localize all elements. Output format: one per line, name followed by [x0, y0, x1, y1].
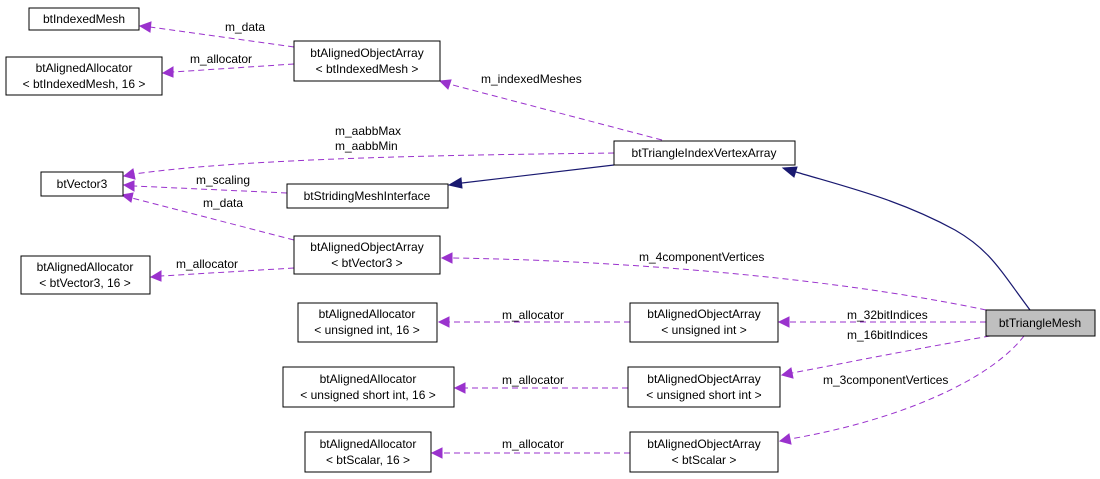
- node-bt-vector3[interactable]: btVector3: [40, 171, 124, 197]
- edge-label-indexedmesh-data: m_data: [225, 20, 265, 34]
- node-label: btStridingMeshInterface: [304, 189, 431, 203]
- node-label: < btIndexedMesh >: [316, 62, 419, 76]
- edge-label-scaling: m_scaling: [196, 173, 250, 187]
- edge-label-ushort-allocator: m_allocator: [502, 373, 564, 387]
- edge-32bit-indices: [777, 316, 986, 328]
- node-label: < btIndexedMesh, 16 >: [23, 77, 146, 91]
- edge-uint-allocator: [437, 316, 630, 328]
- edge-inherit-trianglemesh: [781, 166, 1031, 311]
- edge-label-aabb-max: m_aabbMax: [335, 124, 401, 138]
- edge-scaling: [122, 180, 288, 194]
- edge-vector3-data: [120, 192, 295, 241]
- edge-label-3component-vertices: m_3componentVertices: [823, 373, 948, 387]
- edge-label-16bit-indices: m_16bitIndices: [847, 328, 928, 342]
- edge-inherit-striding: [447, 164, 615, 189]
- node-label: < unsigned int >: [661, 323, 746, 337]
- node-allocator-vector3[interactable]: btAlignedAllocator < btVector3, 16 >: [20, 255, 151, 295]
- node-array-indexed-mesh[interactable]: btAlignedObjectArray < btIndexedMesh >: [293, 40, 441, 82]
- node-label: btAlignedAllocator: [320, 437, 417, 451]
- node-allocator-bt-scalar[interactable]: btAlignedAllocator < btScalar, 16 >: [304, 431, 432, 473]
- edge-indexedmesh-allocator: [161, 63, 295, 78]
- edge-label-scalar-allocator: m_allocator: [502, 437, 564, 451]
- edge-label-vector3-allocator: m_allocator: [176, 257, 238, 271]
- node-label: < unsigned int, 16 >: [314, 323, 419, 337]
- node-label: < btScalar >: [672, 453, 737, 467]
- node-label: btVector3: [57, 177, 108, 191]
- node-array-unsigned-short-int[interactable]: btAlignedObjectArray < unsigned short in…: [627, 366, 781, 408]
- node-bt-triangle-index-vertex-array[interactable]: btTriangleIndexVertexArray: [613, 140, 796, 166]
- node-label: < unsigned short int, 16 >: [300, 388, 435, 402]
- edge-label-indexed-meshes: m_indexedMeshes: [481, 72, 582, 86]
- edge-indexedmesh-data: [138, 21, 295, 48]
- edge-label-uint-allocator: m_allocator: [502, 308, 564, 322]
- edge-label-aabb-min: m_aabbMin: [335, 139, 398, 153]
- edge-4component-vertices: [440, 252, 987, 311]
- edge-16bit-indices: [780, 335, 991, 379]
- node-bt-triangle-mesh[interactable]: btTriangleMesh: [985, 309, 1096, 337]
- edge-3component-vertices: [778, 335, 1025, 445]
- node-label: btAlignedObjectArray: [310, 46, 423, 60]
- node-bt-indexed-mesh[interactable]: btIndexedMesh: [28, 7, 140, 31]
- node-label: < unsigned short int >: [646, 388, 761, 402]
- node-label: btTriangleIndexVertexArray: [632, 146, 777, 160]
- edge-scalar-allocator: [430, 447, 630, 459]
- node-label: < btVector3, 16 >: [39, 276, 130, 290]
- edge-label-32bit-indices: m_32bitIndices: [847, 308, 928, 322]
- node-label: btAlignedObjectArray: [647, 307, 760, 321]
- node-label: btAlignedAllocator: [37, 260, 134, 274]
- node-allocator-unsigned-int[interactable]: btAlignedAllocator < unsigned int, 16 >: [297, 302, 438, 343]
- edge-ushort-allocator: [453, 382, 628, 394]
- node-label: btAlignedAllocator: [36, 61, 133, 75]
- node-bt-striding-mesh-interface[interactable]: btStridingMeshInterface: [286, 183, 449, 209]
- edge-label-vector3-data: m_data: [203, 196, 243, 210]
- node-label: btTriangleMesh: [999, 316, 1081, 330]
- node-allocator-unsigned-short-int[interactable]: btAlignedAllocator < unsigned short int,…: [282, 366, 455, 408]
- node-label: btIndexedMesh: [43, 12, 125, 26]
- edge-indexed-meshes: [438, 79, 663, 141]
- edge-label-4component-vertices: m_4componentVertices: [639, 250, 764, 264]
- node-label: btAlignedObjectArray: [647, 372, 760, 386]
- edge-label-indexedmesh-allocator: m_allocator: [190, 52, 252, 66]
- node-label: < btScalar, 16 >: [326, 453, 410, 467]
- node-label: btAlignedAllocator: [320, 372, 417, 386]
- node-array-unsigned-int[interactable]: btAlignedObjectArray < unsigned int >: [629, 302, 779, 343]
- node-array-bt-scalar[interactable]: btAlignedObjectArray < btScalar >: [629, 431, 779, 473]
- node-allocator-indexed-mesh[interactable]: btAlignedAllocator < btIndexedMesh, 16 >: [5, 56, 163, 96]
- node-label: < btVector3 >: [331, 256, 402, 270]
- node-label: btAlignedObjectArray: [647, 437, 760, 451]
- node-array-vector3[interactable]: btAlignedObjectArray < btVector3 >: [293, 235, 441, 275]
- edge-aabb: [122, 152, 615, 180]
- edge-vector3-allocator: [149, 267, 295, 282]
- node-label: btAlignedAllocator: [319, 307, 416, 321]
- node-label: btAlignedObjectArray: [310, 240, 423, 254]
